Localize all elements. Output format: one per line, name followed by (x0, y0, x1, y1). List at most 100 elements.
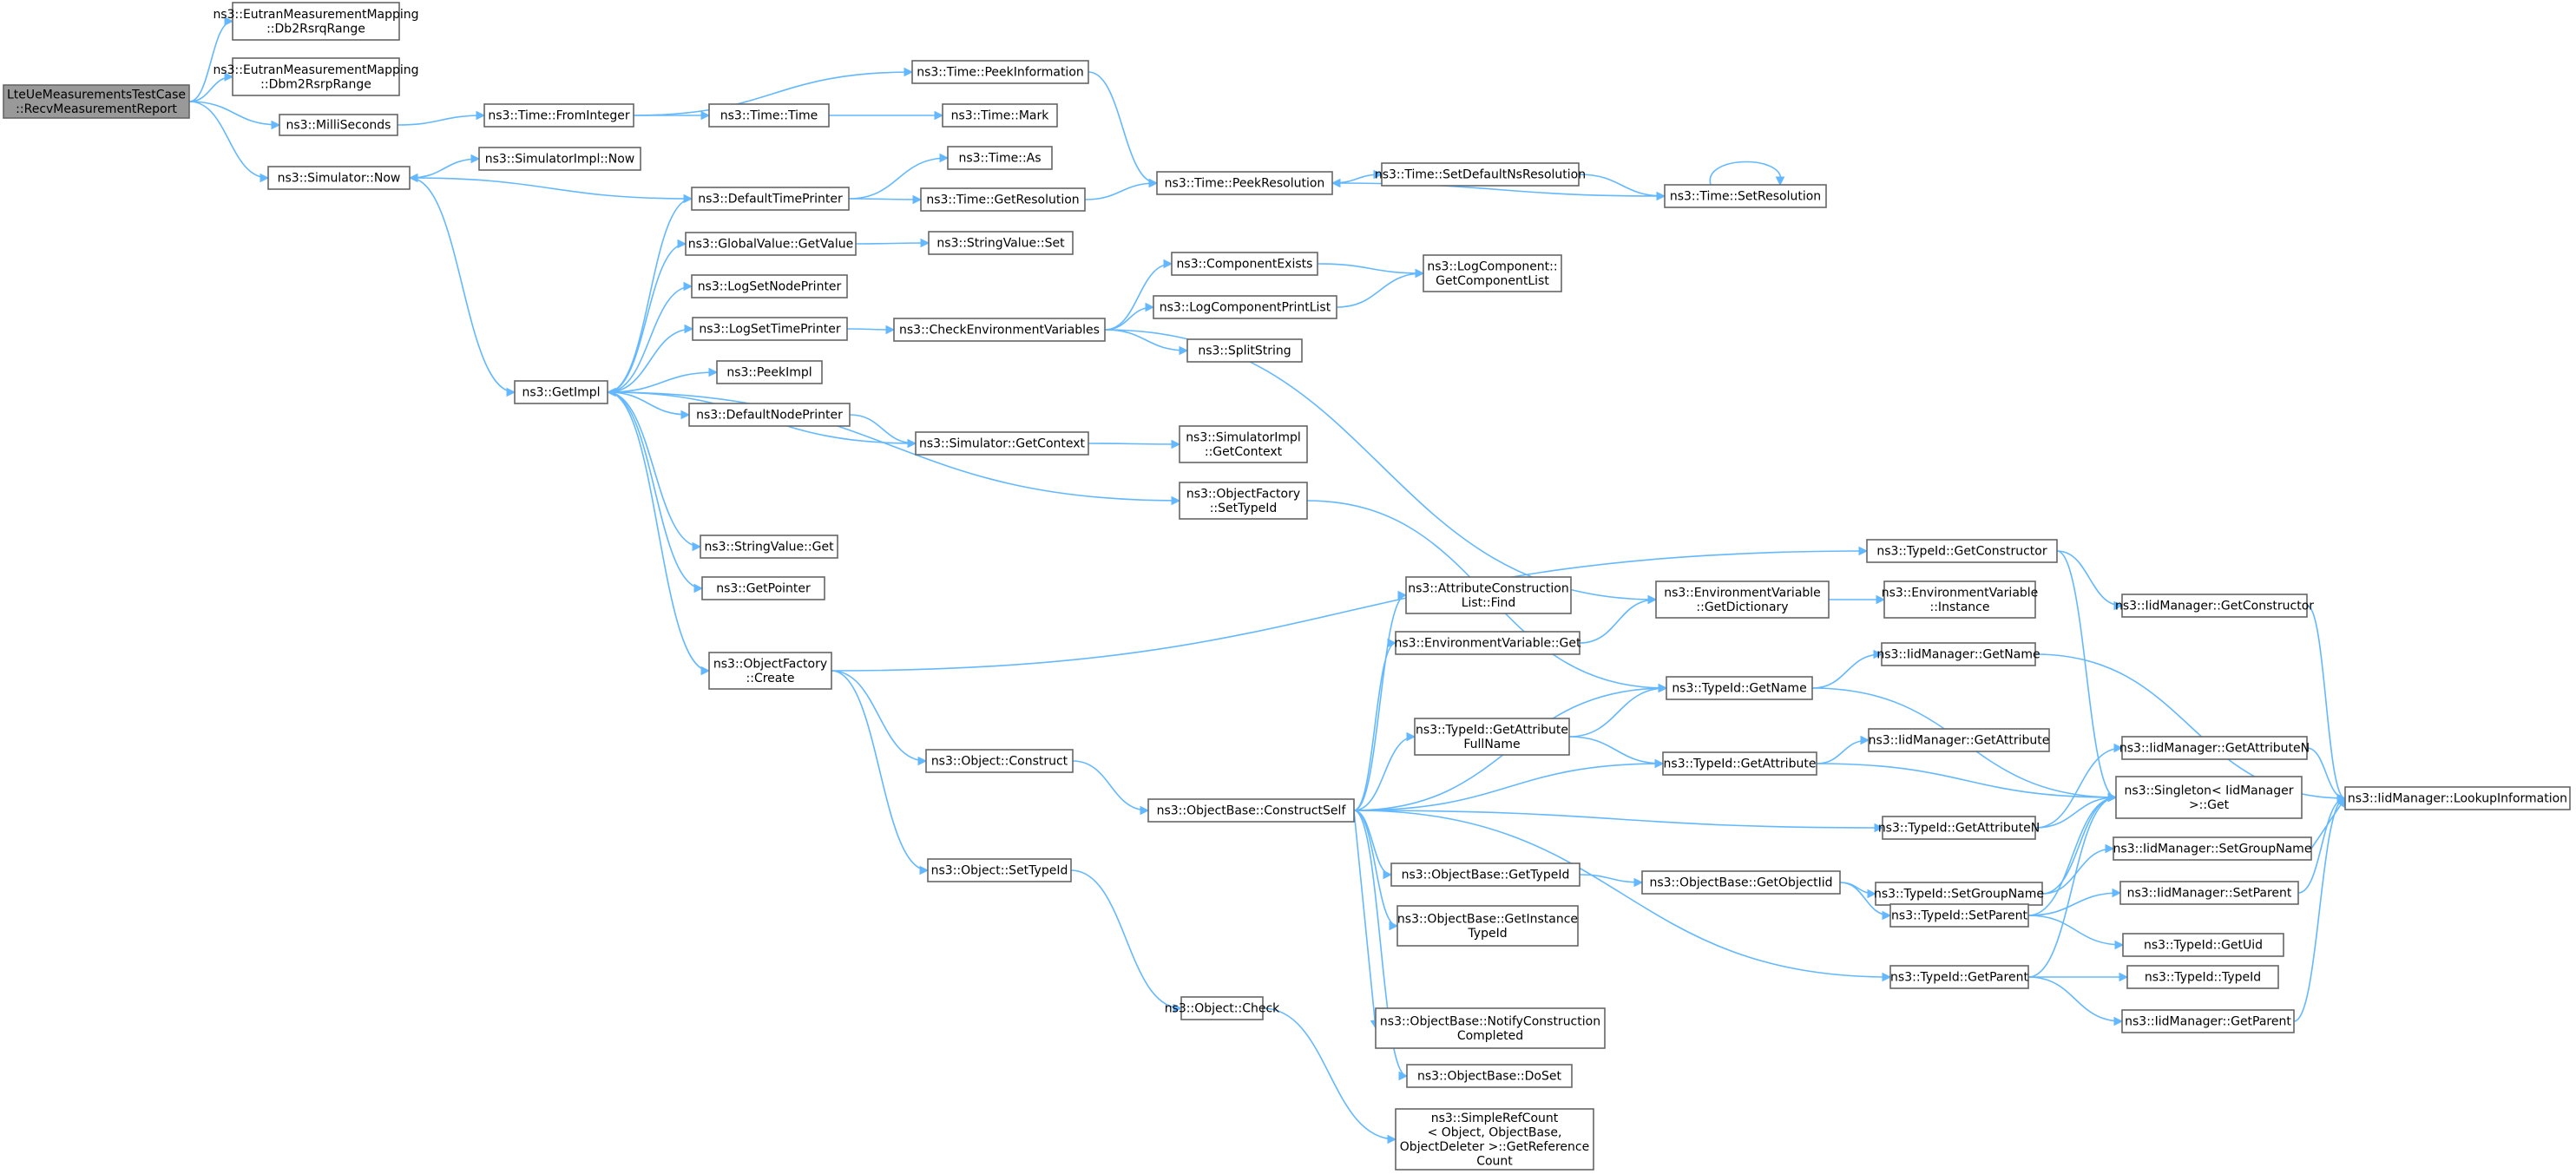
node-lcpl[interactable]: ns3::LogComponentPrintList (1153, 295, 1337, 319)
node-box-iidlookup (2344, 786, 2571, 810)
node-tidgetattrn[interactable]: ns3::TypeId::GetAttributeN (1878, 816, 2040, 840)
node-objsettid[interactable]: ns3::Object::SetTypeId (927, 858, 1072, 882)
node-setres[interactable]: ns3::Time::SetResolution (1664, 184, 1827, 208)
node-box-tidtid (2126, 965, 2279, 989)
arrowhead-objcheck (1173, 1003, 1183, 1013)
node-envinst[interactable]: ns3::EnvironmentVariable::Instance (1882, 580, 2039, 619)
node-box-tidgetparent (1889, 965, 2029, 989)
node-label: ns3::Time::SetResolution (1670, 190, 1821, 204)
arrowhead-db2rsrq (224, 16, 234, 26)
node-iidgetattrn[interactable]: ns3::IidManager::GetAttributeN (2119, 736, 2310, 760)
node-label: ::GetDictionary (1696, 600, 1788, 614)
node-label: ns3::TypeId::GetParent (1890, 971, 2028, 985)
node-setdefns[interactable]: ns3::Time::SetDefaultNsResolution (1375, 162, 1586, 187)
node-iidsetparent[interactable]: ns3::IidManager::SetParent (2119, 881, 2299, 905)
node-root[interactable]: LteUeMeasurementsTestCase::RecvMeasureme… (3, 84, 190, 119)
node-dbm2rsrp[interactable]: ns3::EutranMeasurementMapping::Dbm2RsrpR… (213, 57, 419, 96)
node-label: ns3::Singleton< IidManager (2125, 784, 2294, 797)
node-svget[interactable]: ns3::StringValue::Get (700, 535, 838, 559)
node-peekres[interactable]: ns3::Time::PeekResolution (1156, 171, 1333, 195)
edge-tidsetgroup-to-singleton (2041, 797, 2117, 895)
node-label: ns3::ComponentExists (1177, 258, 1313, 272)
node-peekinfo[interactable]: ns3::Time::PeekInformation (911, 60, 1089, 84)
node-dnp[interactable]: ns3::DefaultNodePrinter (688, 403, 851, 427)
node-mark[interactable]: ns3::Time::Mark (942, 103, 1058, 128)
node-label: ns3::TypeId::GetName (1672, 682, 1806, 696)
node-gvget[interactable]: ns3::GlobalValue::GetValue (685, 232, 857, 256)
arrowhead-simimplnow (470, 154, 481, 164)
node-compexists[interactable]: ns3::ComponentExists (1171, 252, 1318, 276)
node-millis[interactable]: ns3::MilliSeconds (279, 114, 398, 136)
node-tidgetattr[interactable]: ns3::TypeId::GetAttribute (1662, 751, 1817, 776)
node-obnotify[interactable]: ns3::ObjectBase::NotifyConstructionCompl… (1375, 1007, 1606, 1049)
node-box-tidgetuid (2122, 933, 2284, 957)
node-lsnp[interactable]: ns3::LogSetNodePrinter (691, 274, 848, 298)
node-obdoset[interactable]: ns3::ObjectBase::DoSet (1406, 1064, 1573, 1088)
node-tidgetctor[interactable]: ns3::TypeId::GetConstructor (1866, 539, 2058, 563)
node-getptr[interactable]: ns3::GetPointer (701, 576, 825, 600)
node-db2rsrq[interactable]: ns3::EutranMeasurementMapping::Db2RsrqRa… (213, 2, 419, 41)
node-fromint[interactable]: ns3::Time::FromInteger (483, 103, 634, 128)
node-svset[interactable]: ns3::StringValue::Set (928, 231, 1074, 255)
node-label: ns3::TypeId::SetGroupName (1874, 888, 2044, 902)
node-srcgetref[interactable]: ns3::SimpleRefCount< Object, ObjectBase,… (1395, 1108, 1594, 1171)
node-envget[interactable]: ns3::EnvironmentVariable::Get (1395, 631, 1581, 655)
node-simimplctx[interactable]: ns3::SimulatorImpl::GetContext (1179, 425, 1308, 463)
arrowhead-obgetoid (1633, 877, 1644, 888)
node-dtp[interactable]: ns3::DefaultTimePrinter (691, 187, 850, 211)
node-getres[interactable]: ns3::Time::GetResolution (920, 187, 1086, 212)
node-iidgetname[interactable]: ns3::IidManager::GetName (1876, 642, 2040, 666)
node-peekimpl[interactable]: ns3::PeekImpl (716, 360, 823, 384)
node-objconstruct[interactable]: ns3::Object::Construct (925, 749, 1074, 773)
node-timetime[interactable]: ns3::Time::Time (708, 103, 830, 128)
node-ofcreate[interactable]: ns3::ObjectFactory::Create (708, 652, 832, 690)
node-box-obconstructself (1147, 798, 1355, 823)
arrowhead-getimpl (606, 387, 616, 397)
node-box-gvget (685, 232, 857, 256)
arrowhead-getres (912, 194, 923, 205)
node-simctx[interactable]: ns3::Simulator::GetContext (915, 431, 1089, 456)
edge-tidgetattr-to-singleton (1816, 763, 2117, 798)
node-box-obdoset (1406, 1064, 1573, 1088)
node-iidgetctor[interactable]: ns3::IidManager::GetConstructor (2115, 594, 2314, 618)
node-iidgetparent[interactable]: ns3::IidManager::GetParent (2121, 1009, 2295, 1033)
node-iidlookup[interactable]: ns3::IidManager::LookupInformation (2344, 786, 2571, 810)
node-tidgetname[interactable]: ns3::TypeId::GetName (1666, 676, 1813, 700)
node-split[interactable]: ns3::SplitString (1186, 338, 1303, 363)
node-label: ns3::Simulator::GetContext (919, 437, 1086, 451)
edge-gvget-to-svset (855, 242, 930, 245)
node-objcheck[interactable]: ns3::Object::Check (1165, 996, 1280, 1020)
node-tidsetgroup[interactable]: ns3::TypeId::SetGroupName (1874, 882, 2044, 906)
node-label: ns3::LogSetNodePrinter (698, 280, 842, 294)
node-obconstructself[interactable]: ns3::ObjectBase::ConstructSelf (1147, 798, 1355, 823)
node-as[interactable]: ns3::Time::As (947, 146, 1053, 170)
node-tidgetparent[interactable]: ns3::TypeId::GetParent (1889, 965, 2029, 989)
node-getimpl[interactable]: ns3::GetImpl (514, 380, 608, 404)
arrowhead-obgettid (1383, 869, 1393, 880)
arrowhead-dtp (683, 193, 693, 204)
node-simnow[interactable]: ns3::Simulator::Now (267, 166, 411, 190)
node-obgettid[interactable]: ns3::ObjectBase::GetTypeId (1390, 862, 1580, 887)
node-logcomplist[interactable]: ns3::LogComponent::GetComponentList (1423, 254, 1562, 292)
node-label: TypeId (1467, 927, 1507, 941)
node-lstp[interactable]: ns3::LogSetTimePrinter (692, 317, 848, 341)
node-iidsetgroup[interactable]: ns3::IidManager::SetGroupName (2113, 836, 2312, 861)
node-label: ns3::Time::PeekResolution (1165, 177, 1325, 191)
node-box-simimplnow (478, 147, 641, 171)
node-tidgetuid[interactable]: ns3::TypeId::GetUid (2122, 933, 2284, 957)
node-box-split (1186, 338, 1303, 363)
node-tidtid[interactable]: ns3::TypeId::TypeId (2126, 965, 2279, 989)
node-envgetdict[interactable]: ns3::EnvironmentVariable::GetDictionary (1655, 580, 1830, 619)
node-iidgetattr[interactable]: ns3::IidManager::GetAttribute (1868, 728, 2050, 752)
node-tidsetparent[interactable]: ns3::TypeId::SetParent (1889, 903, 2029, 928)
node-singleton[interactable]: ns3::Singleton< IidManager >::Get (2115, 776, 2303, 819)
arrowhead-tidgetuid (2114, 940, 2125, 950)
node-cev[interactable]: ns3::CheckEnvironmentVariables (893, 318, 1106, 342)
edge-tidgetattrn-to-iidgetattrn (2034, 747, 2123, 829)
node-simimplnow[interactable]: ns3::SimulatorImpl::Now (478, 147, 641, 171)
node-ofsettid[interactable]: ns3::ObjectFactory::SetTypeId (1179, 482, 1308, 520)
node-obgetoid[interactable]: ns3::ObjectBase::GetObjectIid (1641, 870, 1841, 895)
